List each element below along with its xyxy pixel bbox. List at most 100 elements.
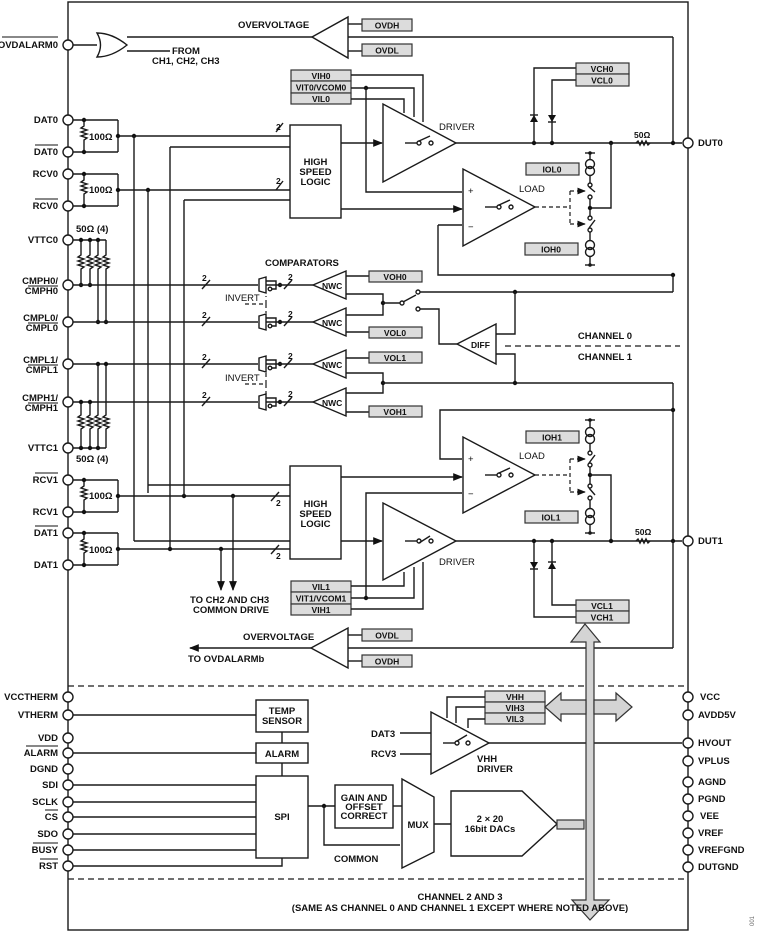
pin-ovdalarm0[interactable]	[62, 39, 74, 51]
resistor-100-dat0	[78, 120, 90, 152]
pin-hvout[interactable]	[682, 737, 694, 749]
internal-data-bus	[544, 623, 633, 921]
hsl1-label-2: SPEED	[299, 509, 331, 520]
register-ovdl1-label: OVDL	[375, 631, 399, 641]
hsl0-label-3: LOGIC	[300, 177, 330, 188]
register-ovdh0-label: OVDH	[375, 21, 400, 31]
register-iol1	[524, 510, 579, 524]
pin-vttc0-label: VTTC0	[28, 235, 58, 246]
pin-vref[interactable]	[682, 827, 694, 839]
pin-cmpl0-label: CMPL0/	[23, 313, 58, 324]
hsl0-label-2: SPEED	[299, 167, 331, 178]
pin-rst[interactable]	[62, 860, 74, 872]
pin-dat1[interactable]	[62, 559, 74, 571]
pin-cs[interactable]	[62, 811, 74, 823]
pin-dat1-n[interactable]	[62, 527, 74, 539]
pin-ovdalarm0-label: OVDALARM0	[0, 40, 58, 51]
overvoltage-comparator-bottom	[309, 626, 349, 670]
pin-dat0[interactable]	[62, 114, 74, 126]
bus-width-label: 2	[288, 389, 293, 399]
pin-cmph1[interactable]	[62, 396, 74, 408]
pin-vttc0[interactable]	[62, 234, 74, 246]
temp-label-2: SENSOR	[262, 716, 302, 727]
minus-sign: −	[468, 222, 474, 233]
pin-cmpl0-n-label: CMPL0	[26, 323, 58, 334]
register-iol1-label: IOL1	[542, 513, 561, 523]
pin-cmpl0[interactable]	[62, 316, 74, 328]
pin-sdi[interactable]	[62, 779, 74, 791]
register-voh0-label: VOH0	[383, 272, 406, 282]
invert-1-label: INVERT	[225, 373, 260, 384]
pin-alarm[interactable]	[62, 747, 74, 759]
channel-0-label: CHANNEL 0	[578, 331, 632, 342]
bus-width-label: 2	[202, 352, 207, 362]
pin-rcv0-label: RCV0	[33, 169, 58, 180]
pin-vee[interactable]	[682, 810, 694, 822]
pin-dutgnd-label: DUTGND	[698, 862, 739, 873]
pin-cmph1-n-label: CMPH1	[25, 403, 59, 414]
pin-sclk-label: SCLK	[32, 797, 58, 808]
dac-bus	[556, 819, 585, 830]
pin-cmpl1-label: CMPL1/	[23, 355, 58, 366]
pin-rcv0-n[interactable]	[62, 200, 74, 212]
pin-dat0-n[interactable]	[62, 146, 74, 158]
pin-pgnd[interactable]	[682, 793, 694, 805]
pin-rst-label: RST	[39, 861, 58, 872]
pin-agnd[interactable]	[682, 776, 694, 788]
pin-hvout-label: HVOUT	[698, 738, 731, 749]
pin-dat0-label: DAT0	[34, 115, 58, 126]
pin-cmpl1[interactable]	[62, 358, 74, 370]
pin-vcctherm[interactable]	[62, 691, 74, 703]
bus-width-label: 2	[288, 309, 293, 319]
resistor-50x4-label-1: 50Ω (4)	[76, 454, 108, 465]
hsl1-label-1: HIGH	[304, 499, 328, 510]
pin-rcv1-n[interactable]	[62, 474, 74, 486]
pin-dgnd[interactable]	[62, 763, 74, 775]
register-vit0-label: VIT0/VCOM0	[296, 83, 347, 93]
pin-rcv0[interactable]	[62, 168, 74, 180]
pin-avdd5v[interactable]	[682, 709, 694, 721]
rcv3-label: RCV3	[371, 749, 396, 760]
pin-dgnd-label: DGND	[30, 764, 58, 775]
register-vol1-label: VOL1	[384, 353, 406, 363]
alarm-block-label: ALARM	[265, 749, 299, 760]
pin-vdd[interactable]	[62, 732, 74, 744]
pin-sclk[interactable]	[62, 796, 74, 808]
resistor-label: 100Ω	[89, 545, 113, 556]
dat3-label: DAT3	[371, 729, 395, 740]
nwc-comparator-voh0	[311, 269, 347, 301]
pin-vplus[interactable]	[682, 755, 694, 767]
pin-rcv1-n-label: RCV1	[33, 475, 59, 486]
pin-cmph0[interactable]	[62, 279, 74, 291]
pin-dat1-n-label: DAT1	[34, 528, 59, 539]
pin-vtherm[interactable]	[62, 709, 74, 721]
pin-vrefgnd[interactable]	[682, 844, 694, 856]
register-vol0-label: VOL0	[384, 328, 406, 338]
common-label: COMMON	[334, 854, 378, 865]
driver-1-label: DRIVER	[439, 557, 475, 568]
pin-vttc1[interactable]	[62, 442, 74, 454]
diff-label: DIFF	[471, 340, 490, 350]
register-ioh1-label: IOH1	[542, 433, 562, 443]
nwc-label: NWC	[322, 318, 342, 328]
pin-busy[interactable]	[62, 844, 74, 856]
register-ovdl0	[361, 43, 413, 57]
pin-vttc1-label: VTTC1	[28, 443, 59, 454]
pin-dutgnd[interactable]	[682, 861, 694, 873]
overvoltage-bottom-label: OVERVOLTAGE	[243, 632, 314, 643]
pin-dut0[interactable]	[682, 137, 694, 149]
pin-dat1-label: DAT1	[34, 560, 59, 571]
vhh-driver	[430, 710, 491, 776]
register-ovdh0	[361, 18, 413, 32]
pin-rcv1[interactable]	[62, 506, 74, 518]
pin-dut1[interactable]	[682, 535, 694, 547]
pin-rcv1-label: RCV1	[33, 507, 59, 518]
load-0-label: LOAD	[519, 184, 545, 195]
termination-resistors-0	[75, 237, 112, 325]
pin-vcc[interactable]	[682, 691, 694, 703]
pin-dut0-label: DUT0	[698, 138, 723, 149]
pin-sdo[interactable]	[62, 828, 74, 840]
register-vch1	[575, 610, 630, 624]
resistor-100-rcv1	[78, 480, 90, 512]
spi-block	[255, 775, 309, 859]
